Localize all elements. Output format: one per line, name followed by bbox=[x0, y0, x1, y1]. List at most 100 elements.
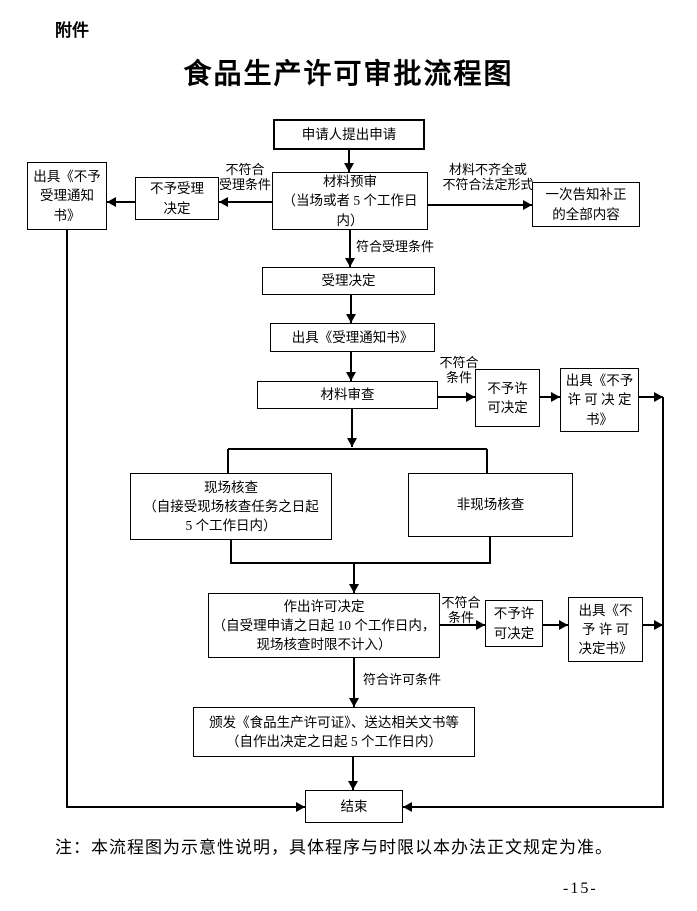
flow-node-offsite-verification: 非现场核查 bbox=[408, 473, 573, 537]
flow-connector-21 bbox=[353, 658, 355, 707]
flow-node-text: 结束 bbox=[340, 798, 368, 814]
flow-node-no-license-notice-1: 出具《不予许 可 决 定书》 bbox=[560, 368, 639, 432]
arrowhead-down-16 bbox=[348, 781, 358, 790]
edge-label-text: 条件 bbox=[447, 610, 475, 626]
flow-node-text: 申请人提出申请 bbox=[301, 126, 397, 142]
arrowhead-down-10 bbox=[347, 438, 357, 447]
flow-node-text: 的全部内容 bbox=[552, 206, 620, 222]
flow-node-text: 出具《不予 bbox=[33, 169, 101, 185]
page-title: 食品生产许可审批流程图 bbox=[183, 59, 514, 90]
flow-node-text: 出具《不 bbox=[578, 602, 633, 618]
arrowhead-right-12 bbox=[476, 620, 485, 630]
arrowhead-right-9 bbox=[654, 392, 663, 402]
flow-connector-3 bbox=[428, 204, 532, 206]
edge-label-text: 不符合法定形式 bbox=[442, 177, 534, 193]
edge-label-not-meet-condition-1: 不符合条件 bbox=[439, 355, 478, 386]
flow-node-material-pre-review: 材料预审（当场或者 5 个工作日内） bbox=[272, 172, 428, 230]
flow-connector-6 bbox=[350, 352, 352, 381]
attachment-label: 附件 bbox=[55, 21, 89, 40]
arrowhead-left-1 bbox=[219, 197, 228, 207]
flow-connector-9 bbox=[639, 396, 663, 398]
flow-connector-26 bbox=[403, 806, 663, 808]
flow-node-accept-notice: 出具《受理通知书》 bbox=[270, 323, 435, 352]
edge-label-text: 不符合 bbox=[439, 355, 479, 370]
flow-node-text: （自作出决定之日起 5 个工作日内） bbox=[226, 734, 442, 749]
edge-label-text: 条件 bbox=[445, 370, 473, 386]
flow-node-text: 许 可 决 定 bbox=[567, 392, 632, 408]
flow-node-text: 内） bbox=[336, 212, 364, 228]
flow-node-text: 现场核查 bbox=[204, 479, 258, 495]
flow-connector-1 bbox=[219, 201, 272, 203]
flow-node-text: （自受理申请之日起 10 个工作日内， bbox=[212, 617, 436, 633]
flow-connector-8 bbox=[540, 396, 560, 398]
flow-node-text: 材料审查 bbox=[320, 387, 375, 403]
edge-label-material-incomplete: 材料不齐全或不符合法定形式 bbox=[442, 162, 533, 193]
flow-node-text: 可决定 bbox=[493, 625, 535, 641]
flow-connector-20 bbox=[643, 624, 663, 626]
arrowhead-left-2 bbox=[107, 197, 116, 207]
flow-node-text: 予 许 可 bbox=[581, 621, 630, 637]
edge-label-meet-license-condition: 符合许可条件 bbox=[363, 672, 441, 687]
arrowhead-right-17 bbox=[296, 802, 305, 812]
flow-node-material-review: 材料审查 bbox=[257, 381, 438, 409]
edge-label-text: 受理条件 bbox=[218, 177, 272, 193]
arrowhead-down-11 bbox=[349, 584, 359, 593]
flow-node-text: 受理通知 bbox=[40, 188, 94, 204]
flow-connector-14 bbox=[230, 540, 232, 564]
arrowhead-left-18 bbox=[403, 802, 412, 812]
flow-node-text: 现场核查时限不计入） bbox=[256, 637, 392, 653]
flow-node-text: 出具《受理通知书》 bbox=[291, 329, 414, 345]
edge-label-text: 材料不齐全或 bbox=[448, 162, 528, 177]
flow-node-applicant-submit: 申请人提出申请 bbox=[273, 119, 425, 150]
flow-connector-18 bbox=[440, 624, 485, 626]
flow-connector-16 bbox=[231, 562, 490, 564]
flow-node-no-license-decision-2: 不予许可决定 bbox=[485, 600, 543, 647]
flow-node-license-decision: 作出许可决定 （自受理申请之日起 10 个工作日内， 现场核查时限不计入） bbox=[208, 593, 440, 658]
flow-node-accept-decision: 受理决定 bbox=[262, 267, 435, 295]
flow-connector-4 bbox=[349, 230, 351, 267]
flow-node-text: 可决定 bbox=[487, 400, 528, 415]
arrowhead-down-0 bbox=[344, 163, 354, 172]
flow-connector-17 bbox=[353, 563, 355, 593]
flow-node-no-accept-notice: 出具《不予受理通知书》 bbox=[27, 162, 107, 230]
flow-node-end: 结束 bbox=[305, 790, 403, 823]
flow-connector-23 bbox=[66, 230, 68, 808]
flow-connector-22 bbox=[352, 757, 354, 790]
arrowhead-down-4 bbox=[345, 258, 355, 267]
flow-node-onsite-verification: 现场核查 （自接受现场核查任务之日起 5 个工作日内） bbox=[130, 473, 332, 540]
flow-connector-0 bbox=[348, 150, 350, 172]
flow-node-text: 非现场核查 bbox=[456, 497, 525, 513]
flow-connector-7 bbox=[438, 396, 475, 398]
flow-node-text: （自接受现场核查任务之日起 bbox=[143, 498, 319, 514]
footnote: 注：本流程图为示意性说明，具体程序与时限以本办法正文规定为准。 bbox=[55, 838, 613, 857]
arrowhead-down-15 bbox=[349, 698, 359, 707]
flow-connector-12 bbox=[227, 449, 229, 473]
flow-node-no-license-notice-2: 出具《不予 许 可决定书》 bbox=[568, 597, 643, 662]
arrowhead-down-6 bbox=[346, 372, 356, 381]
flow-connector-2 bbox=[107, 201, 135, 203]
flow-connector-19 bbox=[543, 624, 568, 626]
flow-connector-13 bbox=[486, 449, 488, 473]
flow-connector-15 bbox=[489, 537, 491, 564]
arrowhead-right-3 bbox=[523, 200, 532, 210]
flow-node-text: （当场或者 5 个工作日 bbox=[282, 193, 418, 209]
flow-node-text: 受理决定 bbox=[321, 273, 376, 289]
flow-node-issue-license: 颁发《食品生产许可证》、送达相关文书等（自作出决定之日起 5 个工作日内） bbox=[193, 707, 475, 757]
flow-connector-5 bbox=[350, 295, 352, 323]
flow-node-text: 出具《不予 bbox=[565, 373, 634, 389]
flow-connector-25 bbox=[662, 397, 664, 808]
flow-node-text: 决定 bbox=[163, 200, 191, 216]
flow-node-one-time-correction: 一次告知补正的全部内容 bbox=[532, 182, 640, 227]
flow-node-text: 5 个工作日内） bbox=[185, 518, 277, 534]
flow-connector-24 bbox=[67, 806, 305, 808]
arrowhead-right-13 bbox=[559, 620, 568, 630]
flow-node-text: 不予许 bbox=[493, 606, 535, 622]
edge-label-text: 符合受理条件 bbox=[356, 239, 435, 254]
flow-connector-10 bbox=[351, 409, 353, 447]
flow-node-text: 作出许可决定 bbox=[283, 598, 365, 614]
edge-label-not-meet-accept-condition: 不符合受理条件 bbox=[219, 162, 271, 193]
flow-node-text: 书》 bbox=[53, 207, 81, 223]
page-number: -15- bbox=[563, 880, 598, 897]
